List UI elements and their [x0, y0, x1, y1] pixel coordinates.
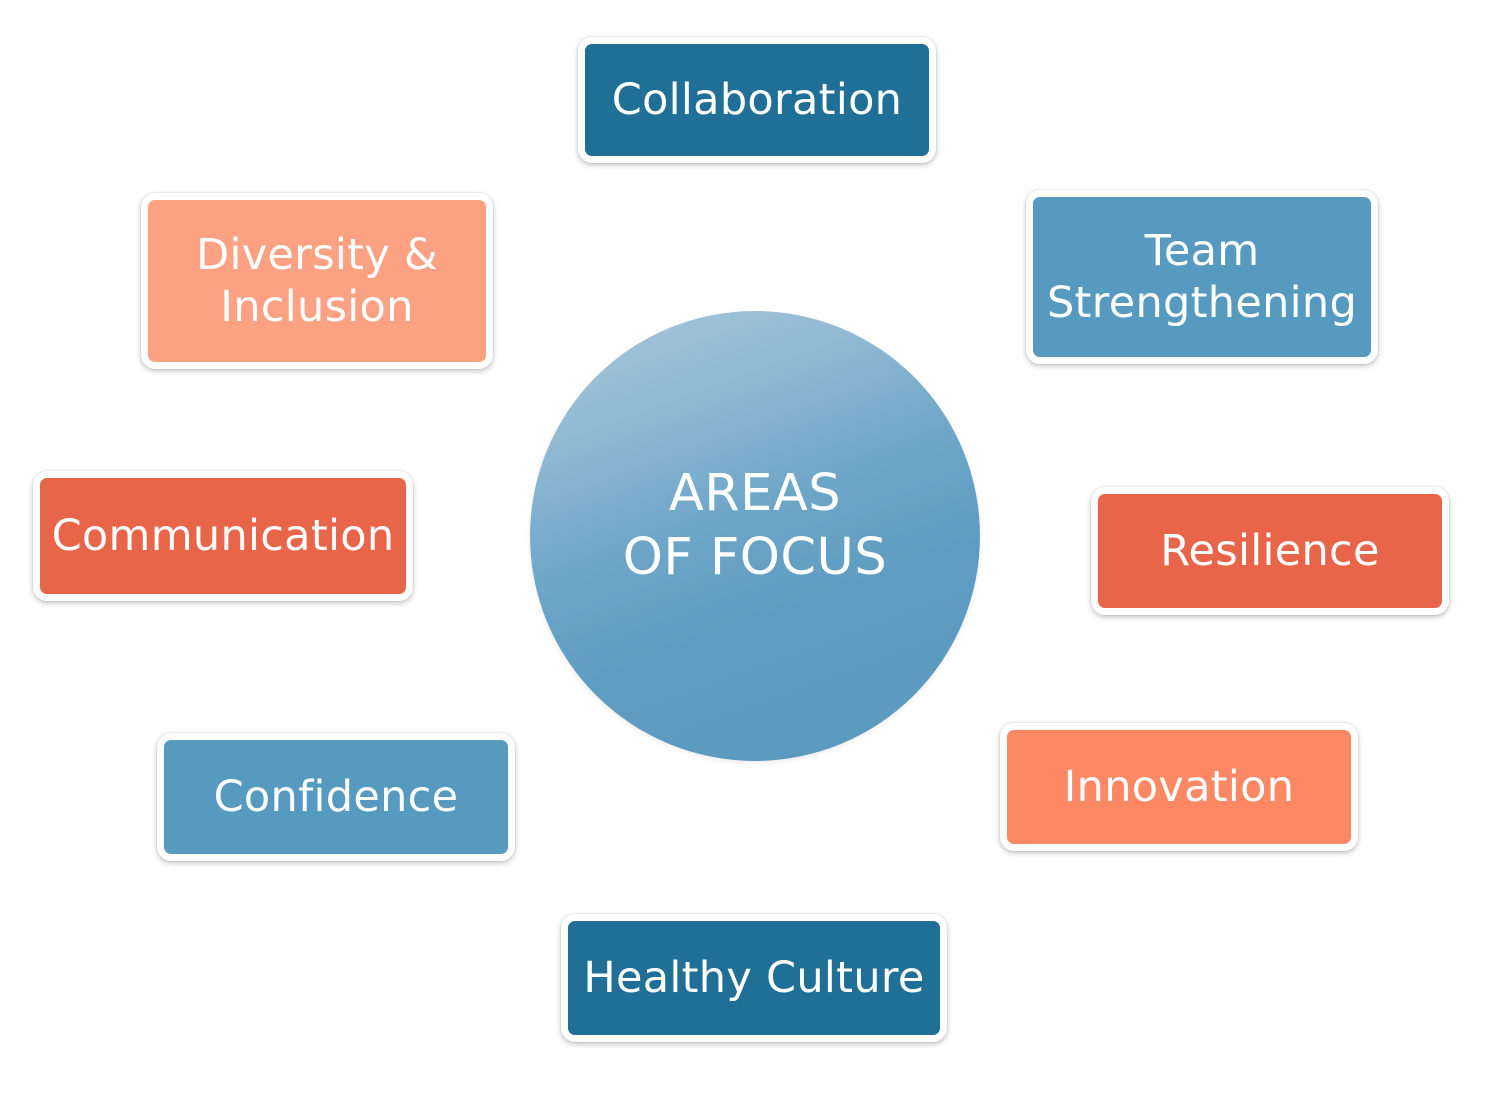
- area-box-healthy-culture: Healthy Culture: [561, 914, 947, 1042]
- area-box-diversity-inclusion: Diversity & Inclusion: [141, 193, 493, 369]
- area-box-team-strengthening: Team Strengthening: [1026, 190, 1378, 364]
- area-box-collaboration: Collaboration: [578, 37, 936, 163]
- area-label-line2: Inclusion: [220, 282, 414, 332]
- center-label-line1: AREAS: [668, 464, 842, 523]
- area-box-communication: Communication: [33, 471, 413, 601]
- area-label: Resilience: [1160, 526, 1380, 576]
- area-label: Innovation: [1063, 762, 1295, 812]
- area-label: Collaboration: [611, 75, 903, 125]
- center-circle: [530, 311, 980, 761]
- area-box-innovation: Innovation: [1000, 723, 1358, 851]
- area-label-line1: Diversity &: [196, 230, 438, 280]
- area-label: Healthy Culture: [583, 953, 925, 1003]
- area-box-resilience: Resilience: [1091, 487, 1449, 615]
- area-label: Confidence: [213, 772, 459, 822]
- center-label-line2: OF FOCUS: [622, 528, 888, 587]
- area-box-confidence: Confidence: [157, 733, 515, 861]
- area-label-line1: Team: [1144, 226, 1260, 276]
- area-label-line2: Strengthening: [1046, 278, 1358, 328]
- area-label: Communication: [51, 511, 395, 561]
- center-label: AREAS OF FOCUS: [530, 462, 980, 590]
